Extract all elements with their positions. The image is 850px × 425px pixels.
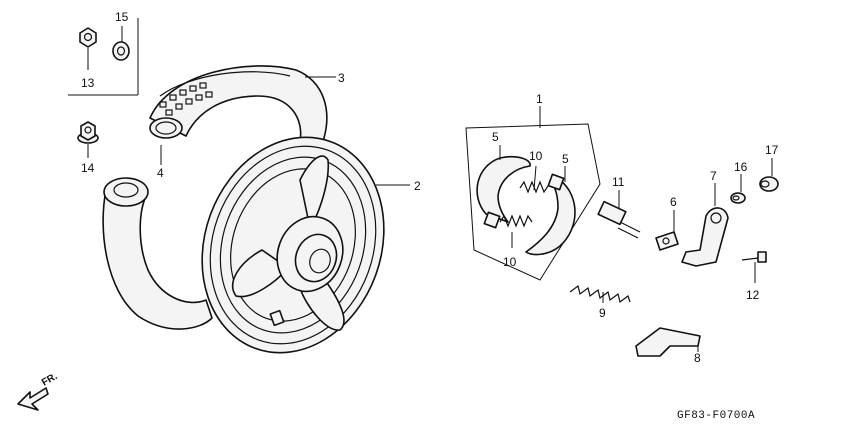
callout-8: 8 (694, 351, 701, 365)
callout-6: 6 (670, 195, 677, 209)
callout-4: 4 (157, 166, 164, 180)
callout-3: 3 (338, 71, 345, 85)
brake-cam-11 (597, 200, 641, 239)
indicator-plate-6 (655, 231, 679, 251)
brake-shoe-5-left (476, 155, 531, 229)
callout-14: 14 (81, 161, 95, 175)
callout-1: 1 (536, 92, 543, 106)
callout-7: 7 (710, 169, 717, 183)
return-spring-9 (569, 284, 631, 304)
tire-3-lower (102, 177, 213, 330)
callout-9: 9 (599, 306, 606, 320)
brake-arm-7 (681, 207, 729, 267)
callout-16: 16 (734, 160, 748, 174)
cap-nut-17 (759, 176, 779, 192)
wheel-2 (201, 136, 385, 354)
bolt-12 (741, 251, 767, 263)
callout-13: 13 (81, 76, 95, 90)
washer-15 (112, 41, 130, 61)
collar-16 (730, 192, 746, 204)
cover-8 (635, 327, 701, 357)
callout-10-upper: 10 (529, 149, 543, 163)
flange-nut-14 (77, 121, 99, 144)
callout-12: 12 (746, 288, 760, 302)
callout-5-left: 5 (492, 130, 499, 144)
leader-lines (87, 26, 773, 352)
callout-15: 15 (115, 10, 129, 24)
callout-11: 11 (612, 175, 625, 189)
spring-10-lower (499, 214, 533, 228)
nut-13 (79, 27, 97, 48)
callout-2: 2 (414, 179, 421, 193)
callout-17: 17 (765, 143, 779, 157)
front-direction-arrow (17, 387, 49, 411)
brake-shoe-5-right (525, 173, 576, 256)
figure-code: GF83-F0700A (677, 410, 755, 422)
inset-bracket (68, 18, 139, 96)
callout-5-right: 5 (562, 152, 569, 166)
direction-label: FR. (40, 371, 60, 389)
callout-10-lower: 10 (503, 255, 517, 269)
